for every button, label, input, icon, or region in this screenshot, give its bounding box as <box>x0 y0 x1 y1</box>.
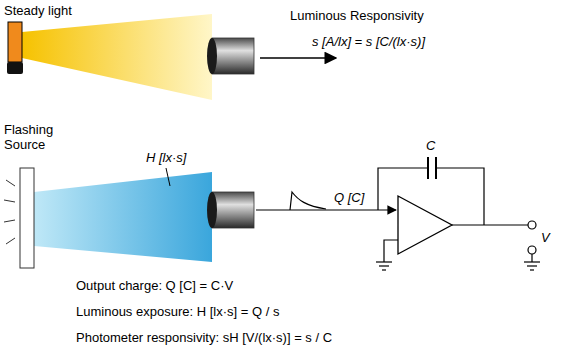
charge-pulse <box>290 192 326 210</box>
charge-label: Q [C] <box>334 190 364 205</box>
title-label: Luminous Responsivity <box>290 8 424 23</box>
source-label: Flashing Source <box>4 122 66 152</box>
formula-label: Photometer responsivity: sH [V/(lx·s)] =… <box>76 330 332 345</box>
flash-rays <box>4 180 15 244</box>
source-label: Steady light <box>4 3 72 18</box>
capacitor-label: C <box>426 138 435 153</box>
output-terminal <box>528 221 536 229</box>
leader-line <box>166 168 170 186</box>
lamp <box>8 22 22 62</box>
voltage-label: V <box>541 230 550 245</box>
output-arrow <box>260 57 336 59</box>
light-beam <box>34 172 212 262</box>
output-wire <box>452 224 528 225</box>
flash-tube <box>20 168 34 268</box>
formula-label: Luminous exposure: H [lx·s] = Q / s <box>76 304 279 319</box>
light-beam <box>22 14 212 100</box>
photodetector <box>207 192 254 228</box>
formula-label: Output charge: Q [C] = C·V <box>76 278 233 293</box>
formula-label: s [A/lx] = s [C/(lx·s)] <box>312 34 425 49</box>
lamp-base <box>7 62 23 74</box>
exposure-label: H [lx·s] <box>146 150 186 165</box>
input-wire <box>256 209 396 210</box>
op-amp <box>398 196 452 254</box>
capacitor-symbol <box>428 157 436 179</box>
feedback-wire <box>378 168 484 225</box>
photodetector <box>207 38 254 74</box>
ground-wire <box>376 240 398 270</box>
ground-symbol <box>524 246 540 270</box>
